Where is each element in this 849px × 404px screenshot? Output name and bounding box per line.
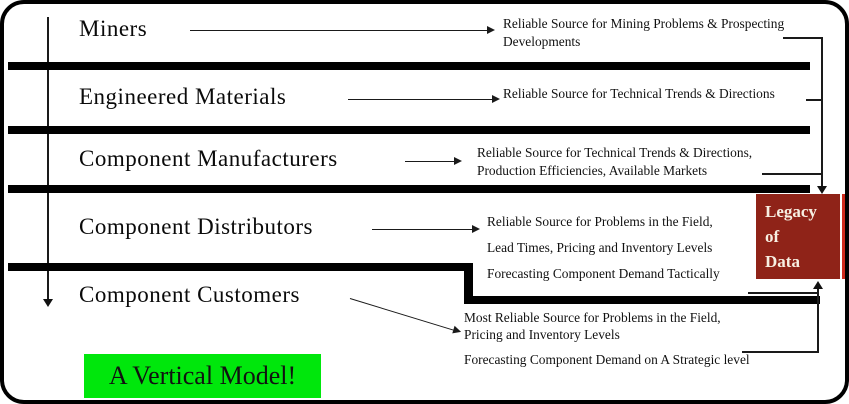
note-line: Reliable Source for Mining Problems & Pr…	[503, 16, 785, 31]
note-line: Lead Times, Pricing and Inventory Levels	[487, 240, 713, 255]
level-label-component-distributors: Component Distributors	[79, 214, 313, 239]
separator-bar-4-step	[464, 263, 473, 304]
note-line: Pricing and Inventory Levels	[464, 327, 620, 342]
legacy-of-data-box: Legacy of Data	[756, 194, 840, 279]
level-label-component-manufacturers: Component Manufacturers	[79, 146, 338, 171]
note-line: Reliable Source for Technical Trends & D…	[477, 145, 753, 160]
separator-bar-4-right	[464, 296, 820, 304]
note-component-distributors: Reliable Source for Problems in the Fiel…	[487, 213, 720, 283]
separator-bar-2	[8, 126, 810, 134]
legacy-line: Data	[765, 252, 800, 271]
note-line: Forecasting Component Demand on A Strate…	[464, 352, 750, 367]
connector-tactically	[748, 292, 818, 294]
separator-bar-3	[8, 185, 810, 193]
legacy-line: Legacy	[765, 202, 817, 221]
note-component-manufacturers: Reliable Source for Technical Trends & D…	[477, 144, 752, 180]
note-line: Most Reliable Source for Problems in the…	[464, 310, 721, 325]
vertical-flow-line	[47, 17, 49, 299]
connector-inventory-levels	[742, 351, 819, 353]
down-arrow-icon	[43, 299, 53, 307]
down-arrow-icon	[817, 186, 827, 194]
connector-vertical-bottom	[817, 289, 819, 352]
note-engineered-materials: Reliable Source for Technical Trends & D…	[503, 85, 775, 103]
note-component-customers: Most Reliable Source for Problems in the…	[464, 309, 750, 368]
note-miners: Reliable Source for Mining Problems & Pr…	[503, 15, 784, 51]
legacy-box-edge-stripe	[842, 194, 849, 279]
note-line: Production Efficiencies, Available Marke…	[477, 163, 708, 178]
connector-directions	[806, 99, 823, 101]
level-label-component-customers: Component Customers	[79, 282, 300, 307]
banner-label: A Vertical Model!	[108, 361, 297, 390]
vertical-model-banner: A Vertical Model!	[84, 354, 321, 398]
connector-vertical-top	[821, 37, 823, 186]
note-line: Forecasting Component Demand Tactically	[487, 266, 720, 281]
level-label-engineered-materials: Engineered Materials	[79, 84, 287, 109]
miners-arrow	[190, 26, 495, 34]
separator-bar-4-left	[8, 263, 473, 271]
connector-markets	[762, 173, 823, 175]
component-customers-arrow	[349, 298, 454, 331]
level-label-miners: Miners	[79, 16, 148, 41]
note-line: Developments	[503, 34, 581, 49]
up-arrow-icon	[813, 281, 823, 289]
legacy-line: of	[765, 227, 780, 246]
separator-bar-1	[8, 62, 810, 70]
component-distributors-arrow	[372, 225, 480, 233]
connector-prospecting	[783, 37, 823, 39]
note-line: Reliable Source for Problems in the Fiel…	[487, 214, 713, 229]
engineered-materials-arrow	[348, 95, 500, 103]
component-manufacturers-arrow	[405, 157, 462, 165]
note-line: Reliable Source for Technical Trends & D…	[503, 86, 775, 101]
